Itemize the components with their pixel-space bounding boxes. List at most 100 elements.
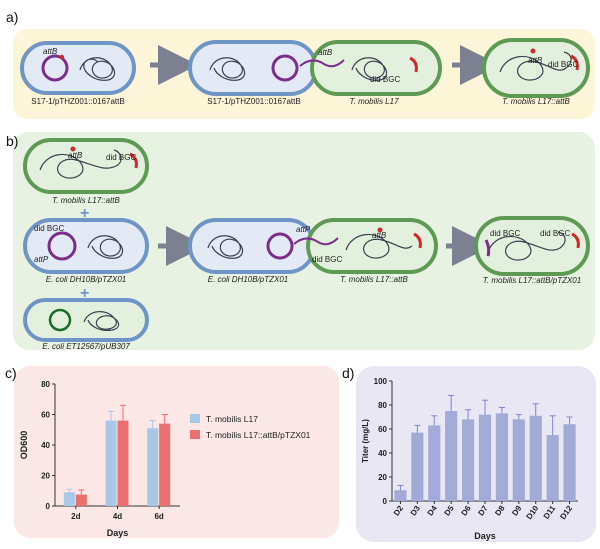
y-tick-label: 0 bbox=[46, 502, 51, 511]
chromosome-dna bbox=[83, 311, 120, 331]
cell-conjugation-pair-b: attP did BGC attB E. coli DH10B/pTZX01 T… bbox=[188, 218, 438, 284]
cell-caption-tmobilis: T. mobilis L17::attB bbox=[340, 275, 408, 284]
tmobilis-wall bbox=[306, 218, 438, 274]
plasmid-ring bbox=[47, 231, 77, 261]
bgc-region bbox=[409, 56, 418, 73]
attb-label: attB bbox=[318, 48, 333, 57]
cell-wall bbox=[20, 41, 136, 95]
panel-a-label: a) bbox=[6, 9, 18, 25]
bar bbox=[512, 419, 525, 501]
tmobilis-wall bbox=[310, 40, 442, 96]
legend-swatch bbox=[190, 430, 200, 439]
bar bbox=[445, 411, 458, 501]
x-axis-title: Days bbox=[107, 528, 129, 538]
cell-caption-ecoli: S17-1/pTHZ001::0167attB bbox=[207, 97, 300, 106]
cell-wall bbox=[23, 138, 149, 194]
panel-a: a) attB S17-1/pTHZ001::0167attB attB did… bbox=[6, 9, 595, 119]
cell-conjugation-pair: attB did BGC S17-1/pTHZ001::0167attB T. … bbox=[188, 40, 442, 106]
did-bgc-label-2: did BGC bbox=[540, 229, 570, 238]
did-bgc-label: did BGC bbox=[548, 60, 578, 69]
chromosome-dna bbox=[487, 231, 566, 261]
chromosome-dna-tmobilis bbox=[351, 57, 388, 81]
bar bbox=[478, 414, 492, 501]
attp-label: attP bbox=[34, 255, 49, 264]
cell-caption: T. mobilis L17::attB bbox=[52, 196, 120, 205]
y-axis-title: OD600 bbox=[19, 431, 29, 460]
bar bbox=[394, 490, 407, 501]
cell-caption-ecoli: E. coli DH10B/pTZX01 bbox=[208, 275, 288, 284]
attb-site-dot bbox=[530, 48, 536, 54]
transferred-dna bbox=[299, 59, 345, 68]
transferred-dna bbox=[293, 237, 339, 246]
attb-site-dot bbox=[59, 54, 65, 60]
cell-tmobilis-attb: attB did BGC T. mobilis L17::attB bbox=[482, 38, 590, 106]
y-tick-label: 60 bbox=[41, 411, 50, 420]
cell-ecoli-dh10b: did BGC attP E. coli DH10B/pTZX01 bbox=[23, 218, 149, 284]
cell-caption: E. coli ET12567/pUB307 bbox=[42, 342, 130, 351]
panel-b-label: b) bbox=[6, 133, 18, 149]
chromosome-dna bbox=[499, 51, 572, 81]
attb-label: attB bbox=[43, 47, 58, 56]
did-bgc-label: did BGC bbox=[34, 224, 64, 233]
plasmid-ring bbox=[266, 232, 294, 260]
plasmid-ring bbox=[48, 308, 72, 332]
bgc-region-2 bbox=[571, 232, 580, 249]
cell-ecoli-donor: attB S17-1/pTHZ001::0167attB bbox=[20, 41, 136, 106]
bar bbox=[105, 420, 117, 506]
did-bgc-label: did BGC bbox=[106, 153, 136, 162]
legend-swatch bbox=[190, 414, 200, 423]
attb-label: attB bbox=[68, 151, 83, 160]
bgc-region bbox=[129, 152, 138, 169]
x-tick-label: 2d bbox=[71, 512, 80, 521]
x-tick-label: 6d bbox=[154, 512, 163, 521]
attb-site-dot bbox=[70, 146, 76, 152]
bar bbox=[529, 415, 542, 501]
cell-caption: T. mobilis L17::attB bbox=[502, 97, 570, 106]
chromosome-dna bbox=[87, 235, 124, 259]
y-tick-label: 60 bbox=[378, 425, 387, 434]
attb-site-dot bbox=[377, 227, 383, 233]
y-tick-label: 40 bbox=[378, 449, 387, 458]
plus-sign-2: + bbox=[80, 285, 89, 302]
y-tick-label: 100 bbox=[374, 377, 388, 386]
bar bbox=[117, 420, 129, 506]
attp-label: attP bbox=[296, 225, 311, 234]
plasmid-ring bbox=[271, 54, 299, 82]
panel-b: b) attB did BGC T. mobilis L17::attB + d… bbox=[6, 132, 595, 351]
cell-wall bbox=[482, 38, 590, 98]
cell-caption-tmobilis: T. mobilis L17 bbox=[349, 97, 399, 106]
y-axis-title: Titer (mg/L) bbox=[361, 419, 370, 463]
y-tick-label: 80 bbox=[41, 380, 50, 389]
panel-c-background bbox=[14, 366, 339, 538]
chromosome-dna-ecoli bbox=[207, 235, 244, 259]
attb-label: attB bbox=[528, 56, 543, 65]
plus-sign-1: + bbox=[80, 205, 89, 222]
cell-wall bbox=[23, 218, 149, 274]
cell-caption: E. coli DH10B/pTZX01 bbox=[46, 275, 126, 284]
x-tick-label: 4d bbox=[113, 512, 122, 521]
chromosome-dna-ecoli bbox=[209, 57, 246, 81]
y-tick-label: 0 bbox=[383, 497, 388, 506]
bgc-region-1 bbox=[484, 239, 491, 257]
chromosome-dna bbox=[39, 149, 122, 179]
cell-wall bbox=[474, 216, 590, 276]
bgc-region bbox=[570, 54, 579, 71]
bar bbox=[411, 432, 424, 501]
bar bbox=[495, 413, 508, 501]
x-axis-title: Days bbox=[474, 531, 496, 541]
chromosome-dna bbox=[79, 57, 116, 81]
did-bgc-label-1: did BGC bbox=[490, 229, 520, 238]
bar bbox=[546, 435, 559, 501]
bar bbox=[563, 424, 576, 501]
cell-caption: S17-1/pTHZ001::0167attB bbox=[31, 97, 124, 106]
did-bgc-label: did BGC bbox=[370, 75, 400, 84]
chromosome-dna-tmobilis bbox=[345, 233, 413, 259]
y-tick-label: 40 bbox=[41, 441, 50, 450]
y-tick-label: 20 bbox=[378, 473, 387, 482]
did-bgc-label: did BGC bbox=[312, 255, 342, 264]
legend-label: T. mobilis L17 bbox=[206, 414, 258, 424]
